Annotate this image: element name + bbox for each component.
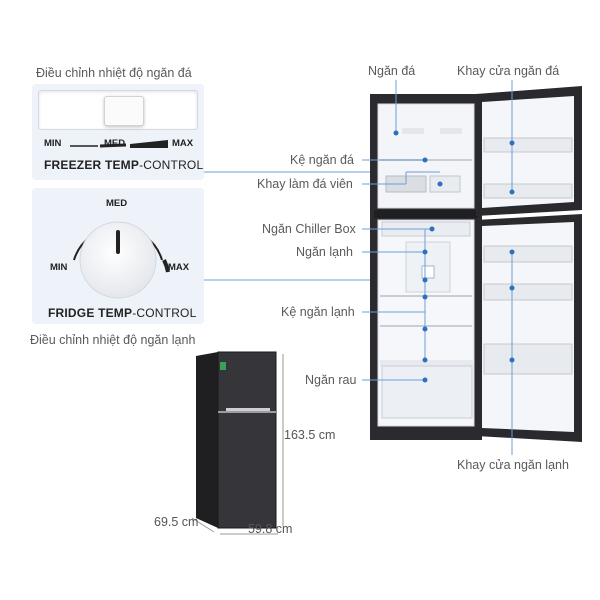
dimension-height: 163.5 cm <box>284 428 336 442</box>
callout-freezer-shelf: Kệ ngăn đá <box>290 153 354 167</box>
callout-freezer: Ngăn đá <box>368 64 416 78</box>
callout-vegetable-drawer: Ngăn rau <box>305 373 357 387</box>
freezer-control-panel: MIN MED MAX FREEZER TEMP-CONTROL <box>32 84 204 180</box>
fridge-control-panel: MED MIN MAX FRIDGE TEMP-CONTROL <box>32 188 204 324</box>
callout-fridge-door-tray: Khay cửa ngăn lạnh <box>457 458 569 472</box>
callout-fridge-shelf: Kệ ngăn lạnh <box>281 305 355 319</box>
closed-fridge-illustration <box>191 351 284 535</box>
fridge-min-label: MIN <box>50 262 68 273</box>
freezer-level-wedge <box>70 140 168 148</box>
freezer-max-label: MAX <box>172 138 194 149</box>
fridge-dial[interactable] <box>32 188 204 324</box>
callout-fridge: Ngăn lạnh <box>296 245 353 259</box>
fridge-max-label: MAX <box>168 262 190 273</box>
fridge-control-title: FRIDGE TEMP-CONTROL <box>48 306 197 320</box>
freezer-control-caption: Điều chỉnh nhiệt độ ngăn đá <box>36 66 192 80</box>
callout-chiller-box: Ngăn Chiller Box <box>262 222 356 236</box>
dimension-depth: 69.5 cm <box>154 515 199 529</box>
freezer-min-label: MIN <box>44 138 62 149</box>
freezer-slider-knob[interactable] <box>104 96 144 126</box>
fridge-med-label: MED <box>106 198 128 209</box>
fridge-control-caption: Điều chỉnh nhiệt độ ngăn lạnh <box>30 333 196 347</box>
freezer-control-title: FREEZER TEMP-CONTROL <box>44 158 204 172</box>
open-fridge-illustration <box>370 86 582 442</box>
callout-ice-tray: Khay làm đá viên <box>257 177 353 191</box>
callout-freezer-door-tray: Khay cửa ngăn đá <box>457 64 560 78</box>
dimension-width: 59.8 cm <box>248 522 293 536</box>
freezer-med-label: MED <box>104 138 126 149</box>
